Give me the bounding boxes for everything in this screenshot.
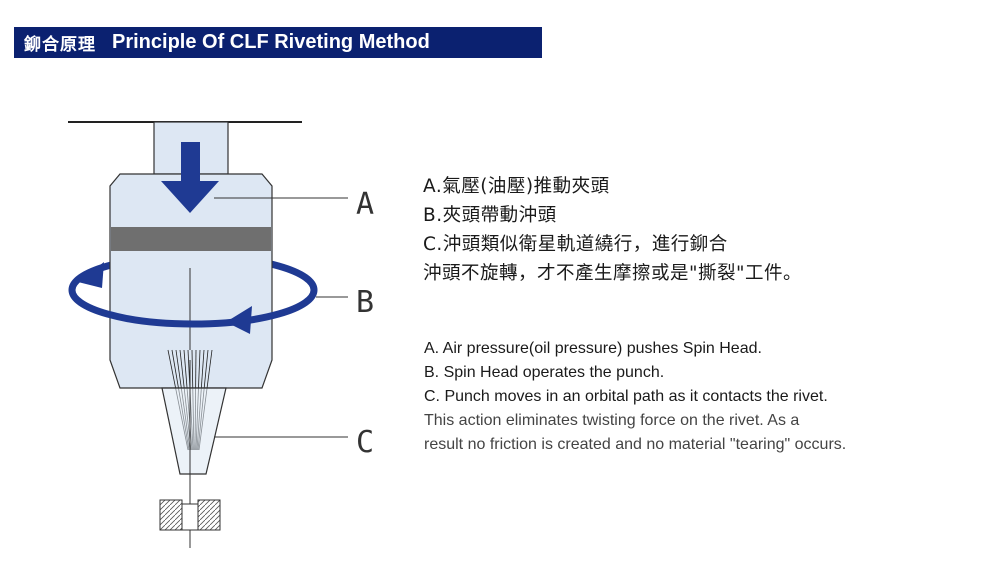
zh-line-a: A.氣壓(油壓)推動夾頭 <box>423 176 610 197</box>
zh-line-d: 沖頭不旋轉，才不產生摩擦或是"撕裂"工件。 <box>423 263 803 284</box>
title-chinese: 鉚合原理 <box>24 35 96 55</box>
en-line-a: A. Air pressure(oil pressure) pushes Spi… <box>424 340 762 357</box>
chinese-description: A.氣壓(油壓)推動夾頭 B.夾頭帶動沖頭 C.沖頭類似衛星軌道繞行，進行鉚合 … <box>423 172 903 288</box>
orbit-front <box>68 289 318 328</box>
en-line-b: B. Spin Head operates the punch. <box>424 364 665 381</box>
workpiece-left <box>159 499 183 531</box>
en-line-c: C. Punch moves in an orbital path as it … <box>424 388 828 405</box>
gray-band <box>111 227 271 251</box>
label-a: A <box>356 187 374 222</box>
down-arrow-icon <box>161 142 219 213</box>
punch-tip <box>161 387 227 475</box>
workpiece-right <box>197 499 221 531</box>
zh-line-b: B.夾頭帶動沖頭 <box>423 205 557 226</box>
en-line-d: This action eliminates twisting force on… <box>424 412 800 429</box>
en-line-e: result no friction is created and no mat… <box>424 436 847 453</box>
rivet <box>181 503 199 531</box>
title-english: Principle Of CLF Riveting Method <box>112 31 430 53</box>
orbit-arrow-left-icon <box>78 262 104 288</box>
zh-line-c: C.沖頭類似衛星軌道繞行，進行鉚合 <box>423 234 728 255</box>
orbit-arrow-bottom-icon <box>226 306 252 334</box>
english-description: A. Air pressure(oil pressure) pushes Spi… <box>424 337 974 457</box>
label-b: B <box>356 285 374 320</box>
title-bar: 鉚合原理 Principle Of CLF Riveting Method <box>14 27 542 58</box>
label-c: C <box>356 425 374 460</box>
